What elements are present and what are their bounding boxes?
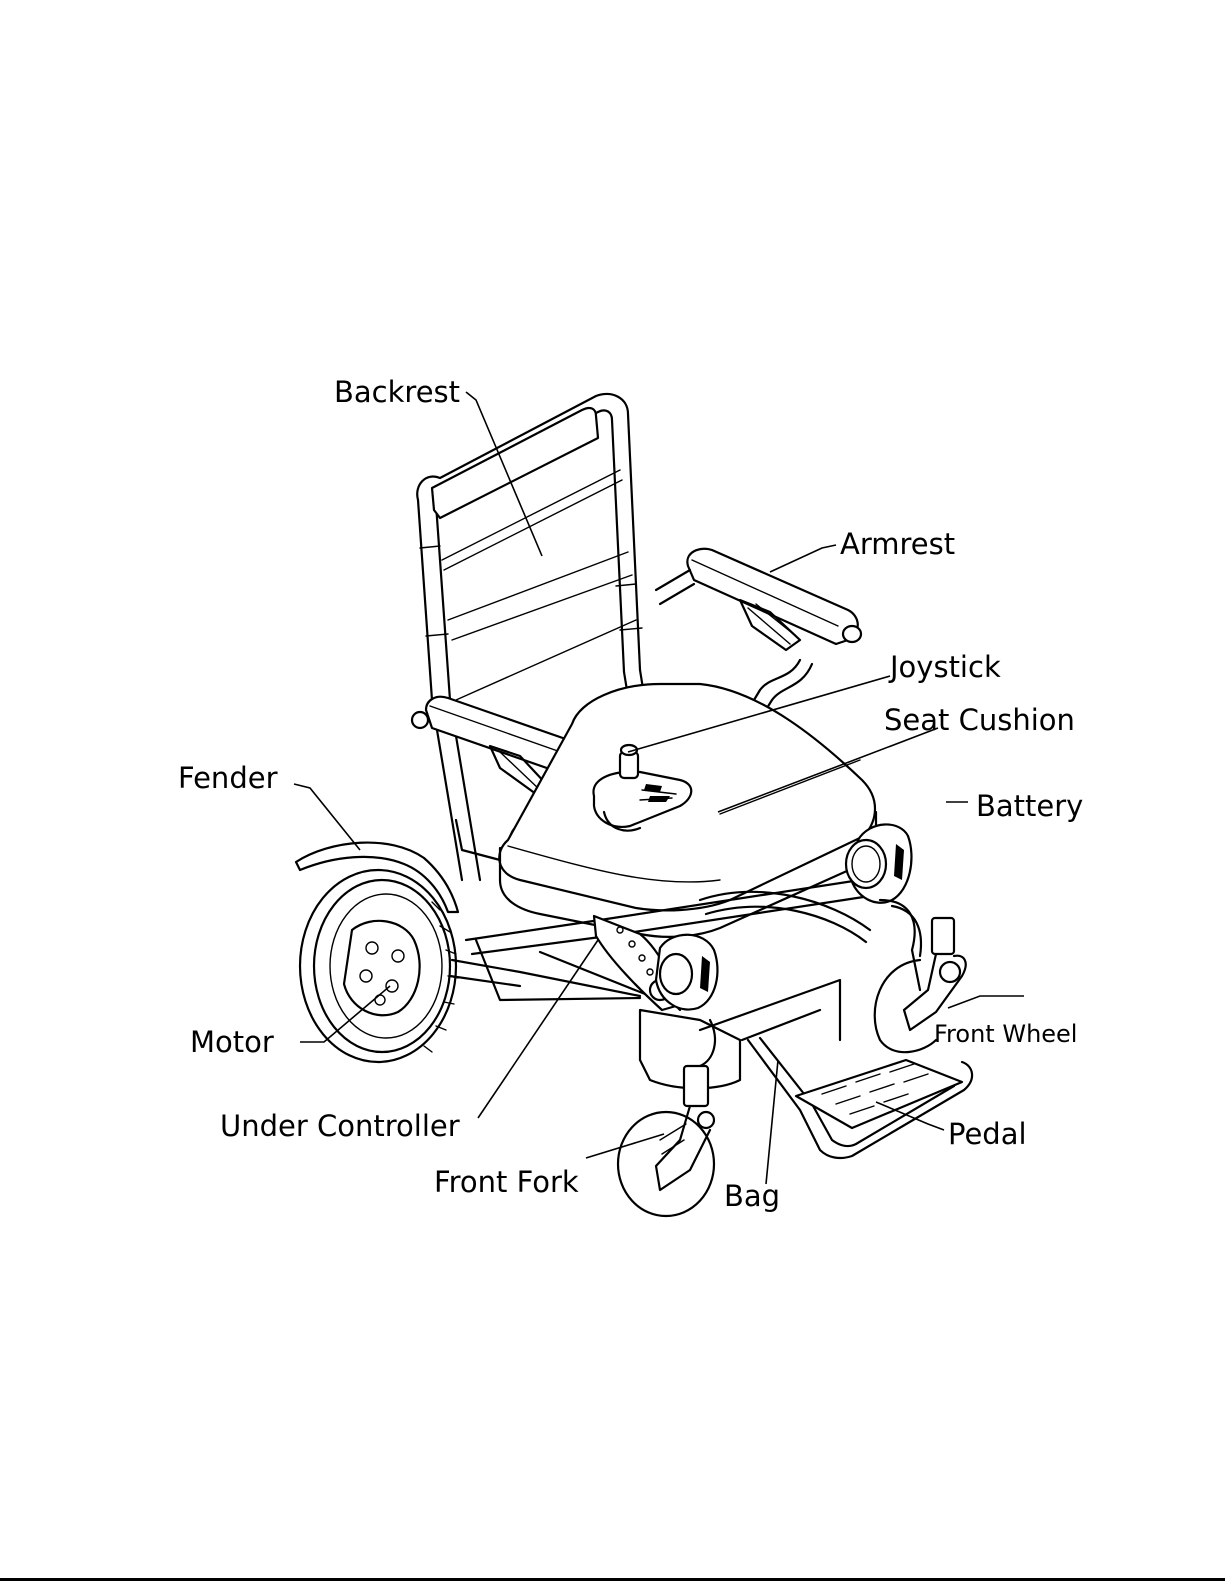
label-seat-cushion: Seat Cushion [884,703,1075,737]
leader-fender [294,784,360,850]
label-joystick: Joystick [888,650,1001,684]
seat-cushion [499,684,876,937]
label-fender: Fender [178,761,278,795]
rear-wheel [300,870,640,1062]
label-under-controller: Under Controller [220,1109,460,1143]
leader-bag [766,1060,778,1184]
leader-front-wheel [948,996,1024,1008]
label-motor: Motor [190,1025,274,1059]
front-caster-left [618,1066,714,1216]
wheelchair-drawing [296,394,972,1216]
label-backrest: Backrest [334,375,460,409]
label-front-wheel: Front Wheel [934,1020,1077,1048]
label-pedal: Pedal [948,1117,1027,1151]
label-front-fork: Front Fork [434,1165,579,1199]
label-battery: Battery [976,789,1083,823]
label-armrest: Armrest [840,527,955,561]
leader-armrest [770,545,836,572]
page-bottom-rule [0,1578,1225,1581]
label-bag: Bag [724,1179,780,1213]
